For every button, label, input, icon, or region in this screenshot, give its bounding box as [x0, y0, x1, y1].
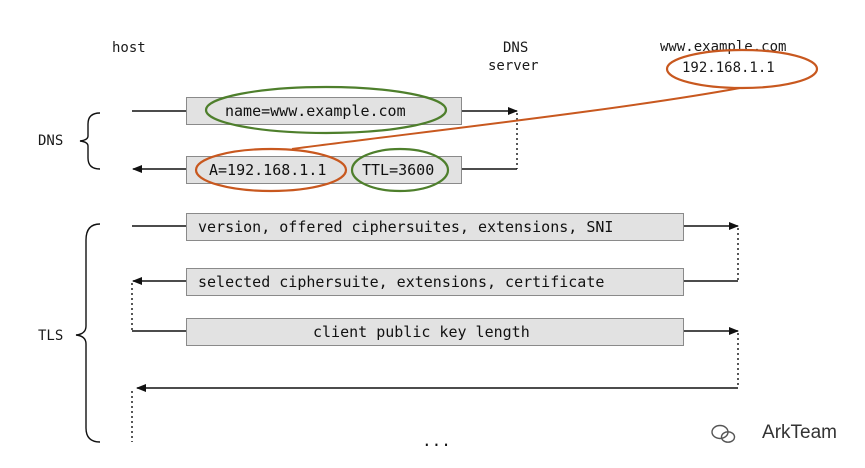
- tls-client-hello-message: version, offered ciphersuites, extension…: [186, 213, 684, 241]
- dns-answer-message: A=192.168.1.1 TTL=3600: [186, 156, 462, 184]
- dns-answer-ttl-text: TTL=3600: [362, 161, 435, 179]
- watermark-text: ArkTeam: [762, 422, 837, 443]
- query-name-highlight: [204, 85, 448, 135]
- dns-query-message: name=www.example.com: [186, 97, 462, 125]
- ip-link-line: [291, 87, 741, 150]
- dns-phase-label: DNS: [38, 133, 64, 149]
- dns-server-label-line2: server: [488, 58, 539, 74]
- dns-answer-a-text: A=192.168.1.1: [209, 161, 327, 179]
- tls-phase-label: TLS: [38, 328, 64, 344]
- tls-brace: [75, 223, 101, 443]
- tls-server-hello-message: selected ciphersuite, extensions, certif…: [186, 268, 684, 296]
- remote-ip-label: 192.168.1.1: [682, 60, 775, 76]
- remote-ip-highlight: [665, 48, 819, 90]
- tls-client-key-message: client public key length: [186, 318, 684, 346]
- host-label: host: [112, 40, 146, 56]
- dns-query-text: name=www.example.com: [225, 102, 406, 120]
- dns-brace: [79, 112, 101, 170]
- tls-client-key-text: client public key length: [313, 323, 530, 341]
- dns-server-label-line1: DNS: [503, 40, 529, 56]
- tls-client-hello-text: version, offered ciphersuites, extension…: [198, 218, 614, 236]
- answer-ip-highlight: [194, 147, 348, 193]
- continuation-ellipsis: ...: [422, 431, 451, 450]
- tls-server-hello-text: selected ciphersuite, extensions, certif…: [198, 273, 605, 291]
- ttl-highlight: [350, 147, 450, 193]
- wechat-icon: [711, 424, 736, 443]
